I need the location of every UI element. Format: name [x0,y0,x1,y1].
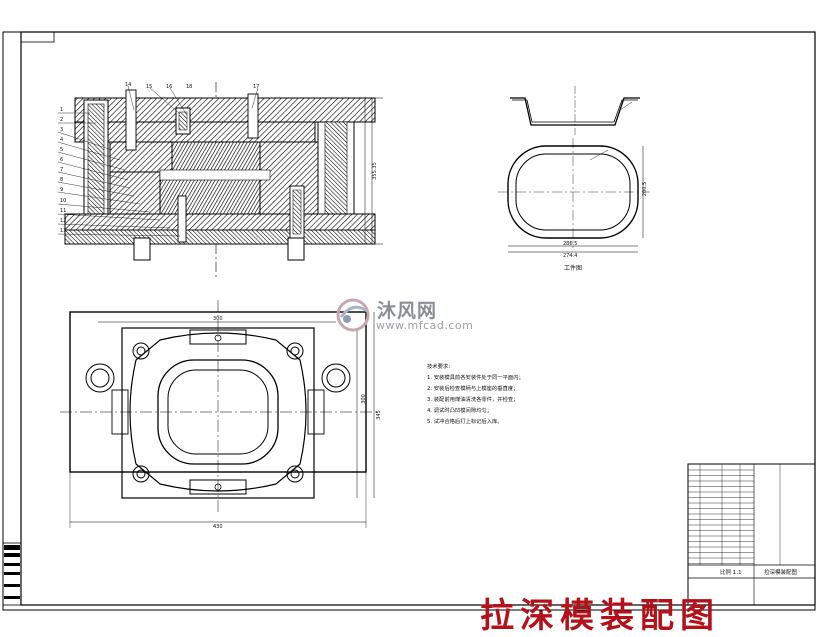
technical-requirements: 技术要求： 1. 安装模具前各安装件处于同一平面内； 2. 安装后检查模柄与上模座… [427,362,524,428]
plan-view [60,300,380,528]
watermark-url: www.mfcad.com [376,319,474,332]
drawing-title: 拉深模装配图 [480,596,720,636]
part-callout: 2 [60,117,64,123]
part-callout: 8 [60,177,64,183]
corner-stamp-box [20,31,55,43]
dim-part-width-inner: 286.5 [563,241,578,247]
dim-plan-bottom: 430 [213,524,223,530]
notes-heading: 技术要求： [427,364,454,370]
section-view [57,82,383,280]
notes-item: 2. 安装后检查模柄与上模座的垂直度； [427,386,519,392]
notes-item: 5. 试冲合格后打上标记后入库。 [427,419,503,425]
part-view-label: 工件图 [564,265,583,272]
part-callout: 4 [60,137,64,143]
part-callout: 5 [60,147,64,153]
part-side-view [510,86,640,135]
part-callout: 13 [60,228,67,234]
part-callout: 18 [186,84,193,90]
dim-plan-top: 300 [213,316,223,322]
notes-item: 4. 调试时凸凹模间隙均匀； [427,408,493,414]
part-callout: 16 [166,84,173,90]
dim-section-height: 355.35 [371,162,378,180]
part-callout: 1 [60,107,64,113]
watermark-logo-icon [336,298,370,332]
dim-plan-right-inner: 300 [360,394,367,404]
part-callout: 12 [60,218,67,224]
title-block-scale: 比例 1:1 [720,570,742,576]
binding-strip [2,542,22,606]
part-callout: 11 [60,208,67,214]
part-callout: 6 [60,157,64,163]
dim-part-height: 200.5 [642,181,649,197]
part-callout: 17 [253,84,260,90]
dim-plan-right-outer: 345 [375,410,382,420]
notes-item: 1. 安装模具前各安装件处于同一平面内； [427,375,524,381]
watermark-brand: 沐风网 [377,300,438,322]
part-callout: 9 [60,187,64,193]
dim-part-width-outer: 274.4 [563,253,578,259]
part-callout: 14 [125,82,132,88]
notes-item: 3. 装配前用煤油清洗各零件，并检查； [427,397,519,403]
notes-list: 1. 安装模具前各安装件处于同一平面内； 2. 安装后检查模柄与上模座的垂直度； 3… [427,373,524,428]
title-block-name: 拉深模装配图 [764,570,798,576]
title-block [687,463,816,606]
part-callout: 7 [60,167,64,173]
part-callout: 3 [60,127,64,133]
part-top-view [498,138,650,253]
part-callout: 10 [60,198,67,204]
part-callout: 15 [146,84,153,90]
sheet-inner-border [20,31,816,606]
